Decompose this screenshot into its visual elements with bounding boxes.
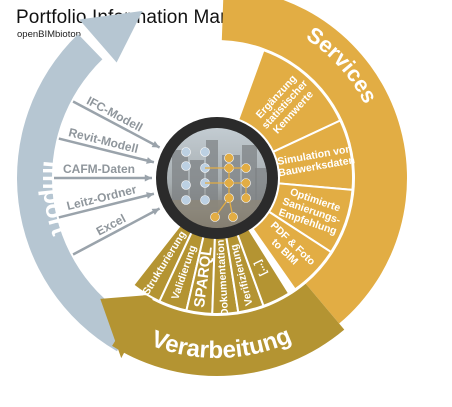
import-arrow-line <box>72 207 161 256</box>
services-band <box>221 0 407 324</box>
node-dot <box>181 195 191 205</box>
processing-arrow-head <box>100 294 156 359</box>
node-dot <box>181 147 191 157</box>
processing-item-label: Dokumentation <box>215 239 232 316</box>
node-dot <box>200 195 210 205</box>
node-dot <box>181 180 191 190</box>
processing-band <box>112 283 345 376</box>
import-arrow-head-small <box>151 141 160 148</box>
import-arrow-head-small <box>146 157 154 164</box>
building-shape <box>190 160 204 210</box>
page-subtitle: openBIMbiotop <box>17 29 81 40</box>
service-segment <box>251 210 333 291</box>
building-shape <box>206 140 218 210</box>
import-arrow-line <box>58 192 155 219</box>
node-dot <box>224 153 234 163</box>
import-item-label: IFC-Modell <box>84 93 145 134</box>
node-connection <box>214 197 230 218</box>
import-arrow-head-small <box>146 192 154 199</box>
import-item-label: Leitz-Ordner <box>65 182 138 213</box>
node-dot <box>200 147 210 157</box>
import-arrow-head <box>79 10 143 63</box>
import-arrow-line <box>72 100 161 149</box>
node-dot <box>181 161 191 171</box>
import-item-label: CAFM-Daten <box>63 162 135 176</box>
import-arrow-line <box>58 137 155 164</box>
import-band <box>16 34 135 352</box>
import-arrow-head-small <box>151 208 160 215</box>
import-arrow-head-small <box>144 174 152 182</box>
node-connection <box>228 197 234 218</box>
